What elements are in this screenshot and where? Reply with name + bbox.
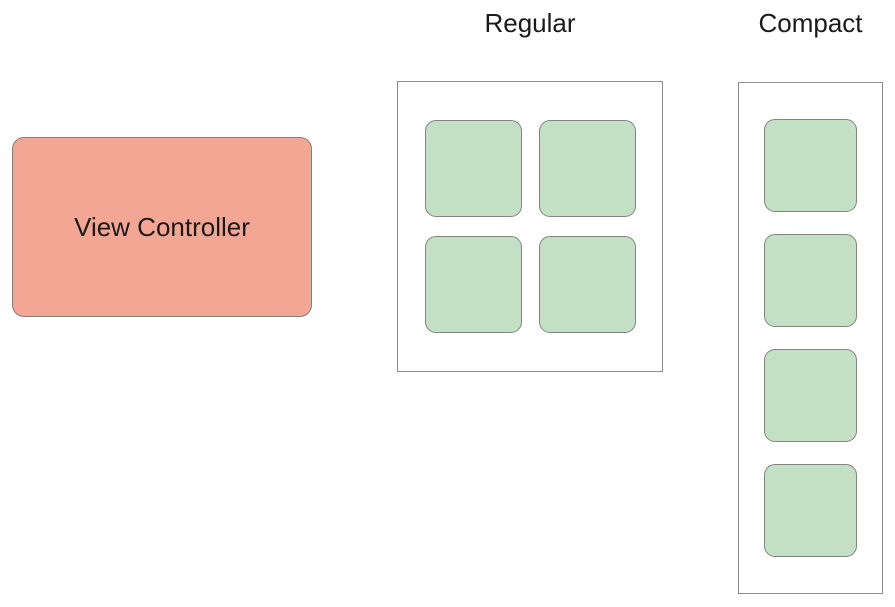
regular-label: Regular bbox=[484, 8, 576, 38]
grid-cell bbox=[538, 236, 636, 333]
column-cell bbox=[764, 349, 857, 442]
view-controller-label: View Controller bbox=[74, 211, 250, 242]
compact-size-class-box bbox=[738, 82, 883, 594]
grid-cell bbox=[424, 120, 522, 217]
column-cell bbox=[764, 119, 857, 212]
compact-label: Compact bbox=[758, 8, 863, 38]
column-cell bbox=[764, 234, 857, 327]
regular-size-class-box bbox=[397, 81, 663, 372]
column-cell bbox=[764, 464, 857, 557]
grid-cell bbox=[424, 236, 522, 333]
grid-cell bbox=[538, 120, 636, 217]
view-controller-box: View Controller bbox=[12, 137, 312, 317]
